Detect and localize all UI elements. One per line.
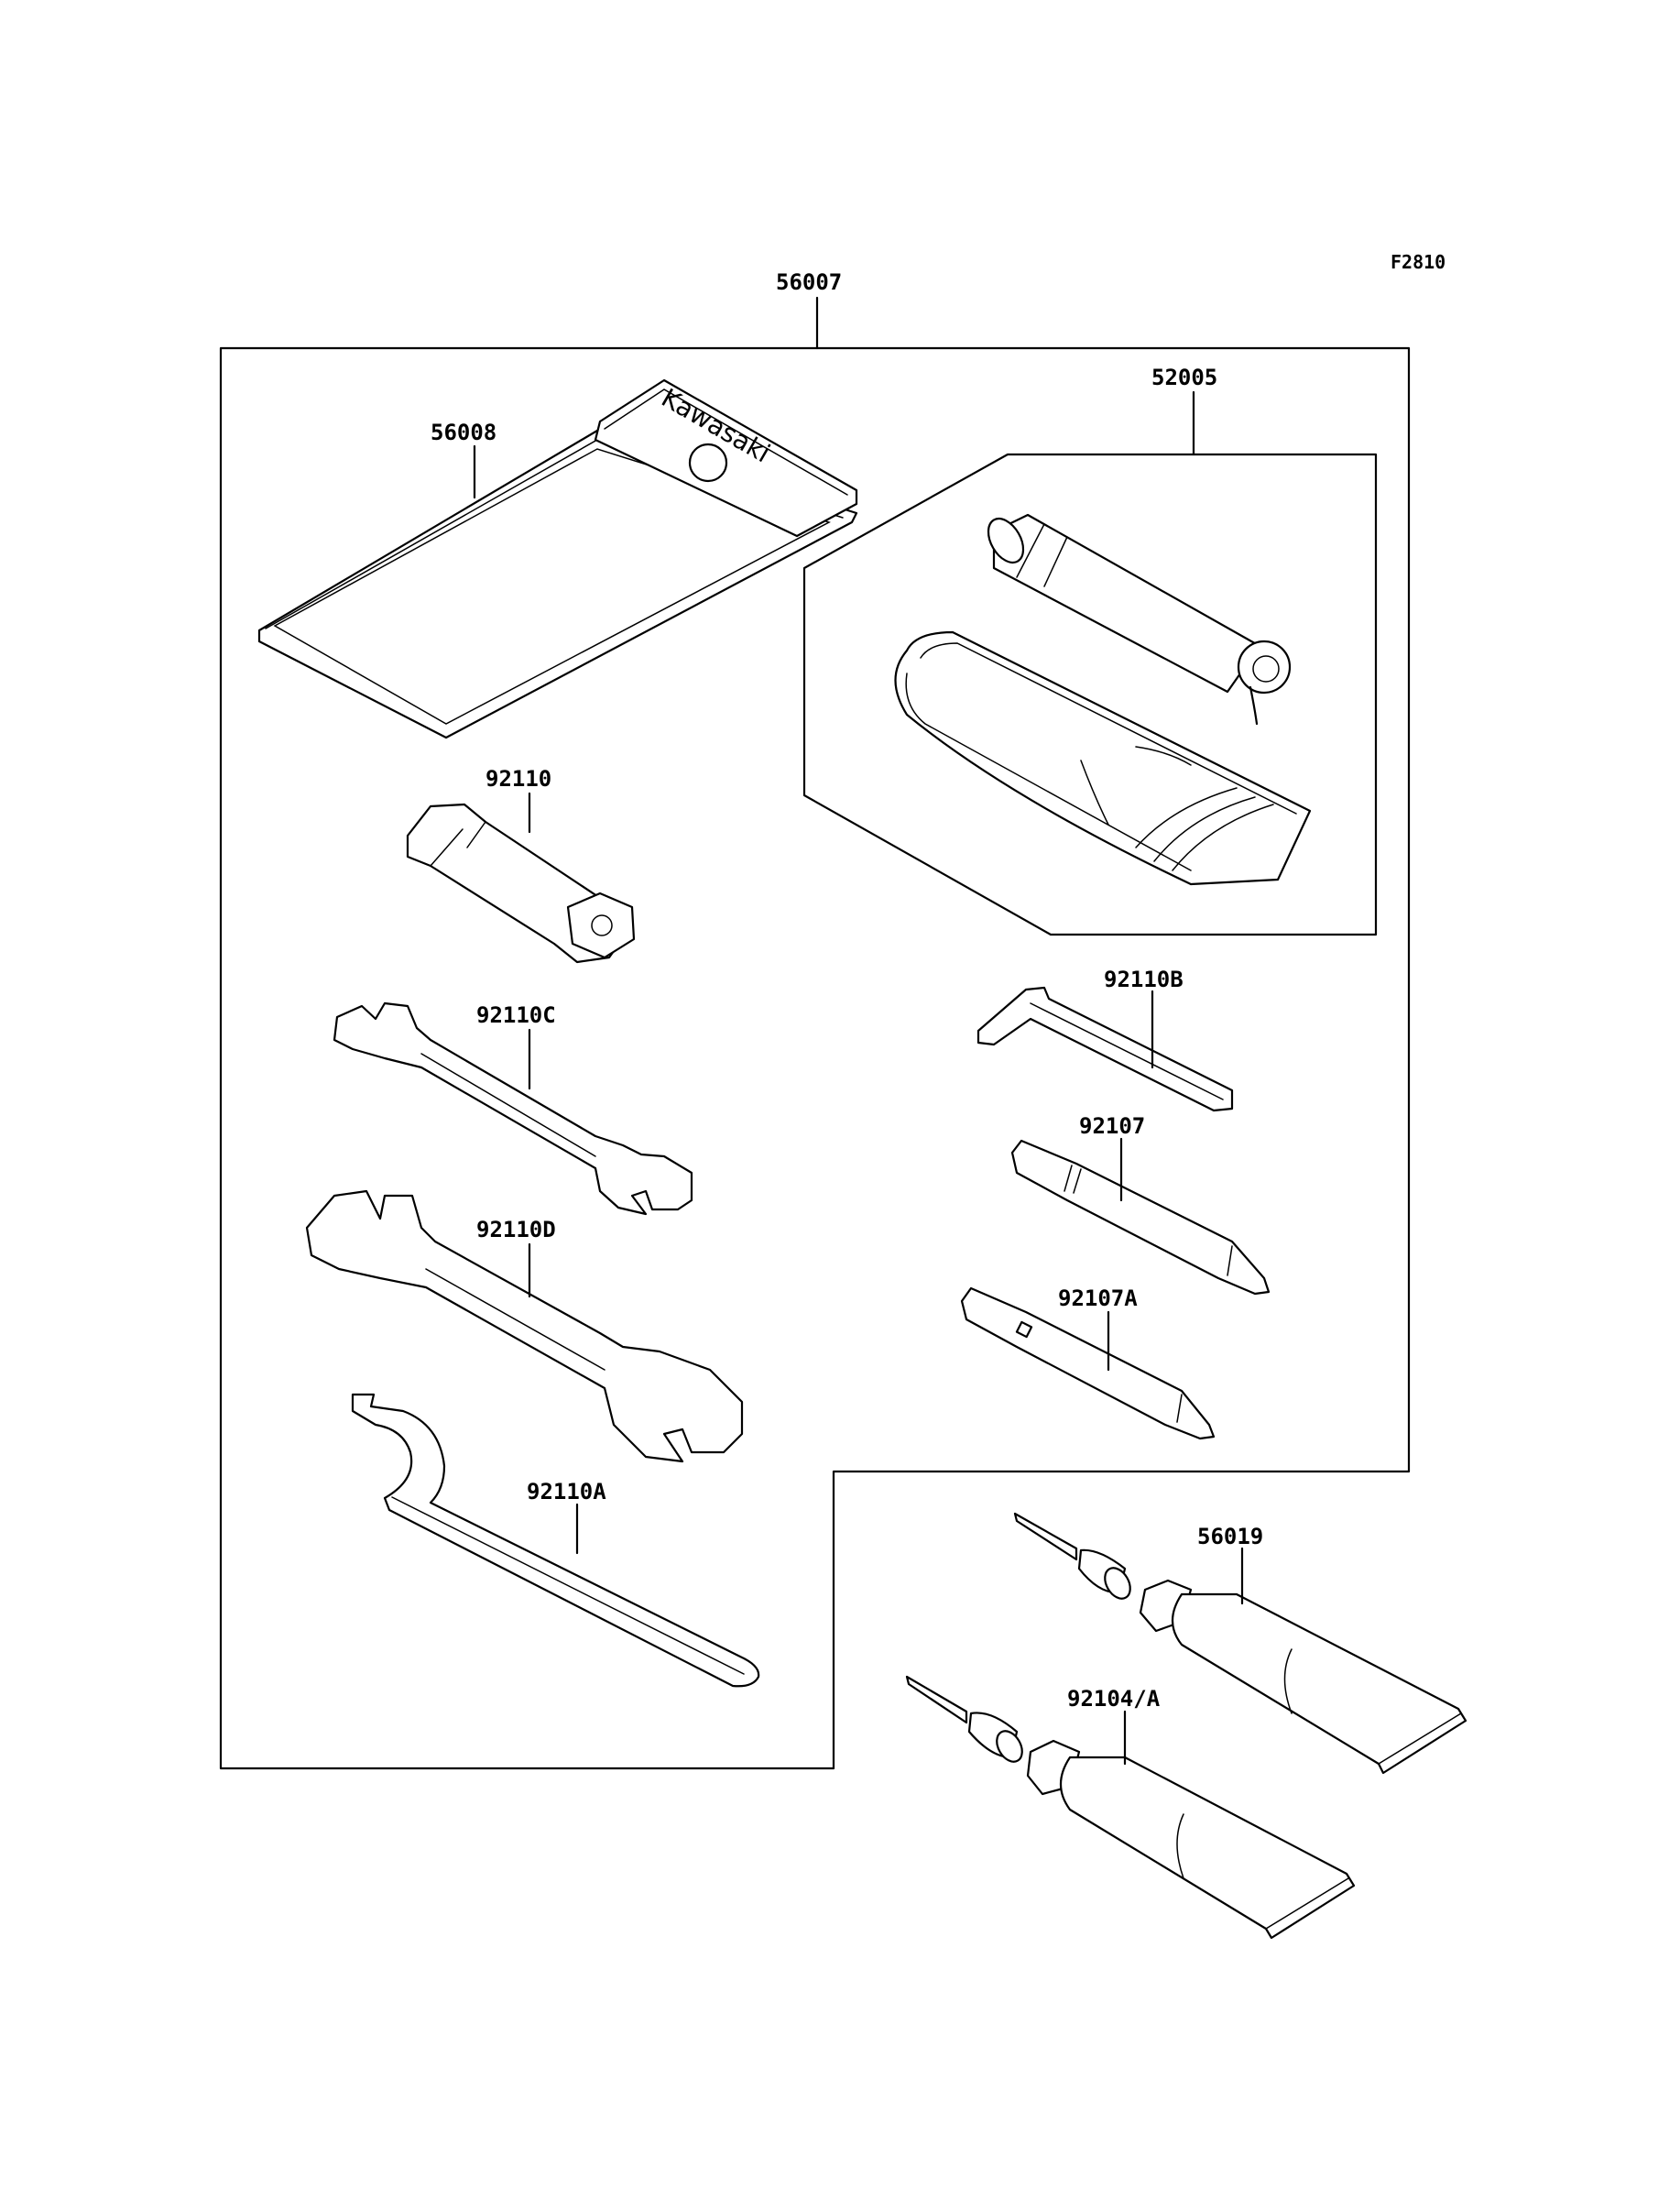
label-wrench-small: 92110C (476, 1002, 556, 1028)
screwdriver-1 (1010, 1139, 1271, 1296)
screwdriver-2 (960, 1286, 1216, 1440)
pump-bag (894, 630, 1312, 886)
box-wrench (406, 803, 636, 964)
wrench-large (305, 1189, 744, 1463)
kit-outline (219, 296, 1411, 1770)
label-hex-key: 92110B (1104, 967, 1184, 992)
grease-tube-2 (905, 1675, 1356, 1940)
label-wrench-large: 92110D (476, 1217, 556, 1242)
pump-kit-outline (802, 390, 1378, 936)
label-screwdriver-2: 92107A (1058, 1285, 1138, 1311)
label-grease-tube-1: 56019 (1197, 1524, 1263, 1549)
label-kit: 56007 (776, 269, 842, 295)
wrench-small (333, 1001, 693, 1216)
label-box-wrench: 92110 (485, 766, 551, 792)
hook-wrench (351, 1393, 760, 1688)
label-screwdriver-1: 92107 (1079, 1113, 1145, 1139)
label-hook-wrench: 92110A (527, 1479, 606, 1504)
diagram-code: F2810 (1391, 251, 1445, 273)
grease-tube-1 (1013, 1512, 1467, 1775)
pump (987, 513, 1292, 726)
tool-bag: Kawasaki (257, 378, 858, 739)
hex-key (976, 986, 1234, 1112)
label-grease-tube-2: 92104/A (1067, 1686, 1161, 1712)
label-pump-kit: 52005 (1151, 365, 1217, 390)
label-tool-bag: 56008 (431, 420, 496, 445)
